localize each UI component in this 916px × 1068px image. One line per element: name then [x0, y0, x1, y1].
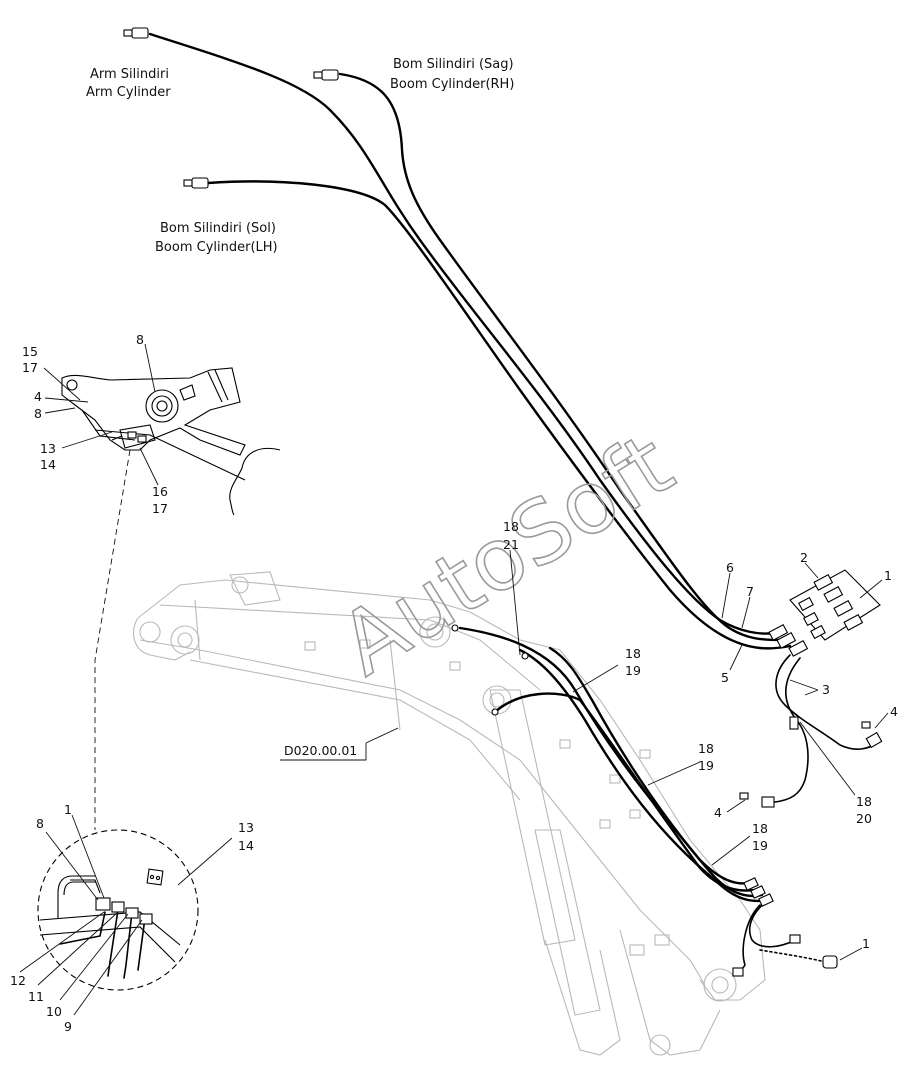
callout: 13 — [40, 441, 56, 456]
callout: 10 — [46, 1004, 62, 1019]
callout: 21 — [503, 537, 519, 552]
callout: 3 — [822, 682, 830, 697]
detail-view-top — [61, 367, 281, 516]
arm-cylinder-label-en: Arm Cylinder — [86, 85, 171, 100]
callout: 19 — [698, 758, 714, 773]
callout: 18 — [625, 646, 641, 661]
callout: 18 — [856, 794, 872, 809]
leader-lines — [19, 343, 889, 1016]
callout: 12 — [10, 973, 26, 988]
callout: 20 — [856, 811, 872, 826]
callout: 9 — [64, 1019, 72, 1034]
callout: 14 — [238, 838, 254, 853]
callouts-detail-top: 15 17 8 4 8 13 14 16 17 — [22, 332, 168, 516]
callout: 8 — [34, 406, 42, 421]
callout: 13 — [238, 820, 254, 835]
callout: 8 — [136, 332, 144, 347]
callout: 7 — [746, 584, 754, 599]
detail-link-line — [94, 449, 131, 830]
callout: 15 — [22, 344, 38, 359]
callout: 8 — [36, 816, 44, 831]
valve-block — [768, 569, 881, 657]
callout: 11 — [28, 989, 44, 1004]
callout: 5 — [721, 670, 729, 685]
boom-structure — [132, 571, 766, 1056]
callouts-main: 18 21 6 7 5 2 1 3 4 18 20 4 18 19 18 19 … — [503, 519, 898, 951]
callout: 1 — [64, 802, 72, 817]
boom-lh-label-tr: Bom Silindiri (Sol) — [160, 221, 276, 236]
callout: 19 — [625, 663, 641, 678]
callout: 16 — [152, 484, 168, 499]
callout: 17 — [22, 360, 38, 375]
callout: 17 — [152, 501, 168, 516]
callout: 19 — [752, 838, 768, 853]
boom-reference-label: D020.00.01 — [284, 743, 357, 758]
callout: 4 — [714, 805, 722, 820]
callout: 4 — [34, 389, 42, 404]
callout: 6 — [726, 560, 734, 575]
callout: 1 — [884, 568, 892, 583]
boom-rh-label-en: Boom Cylinder(RH) — [390, 77, 514, 92]
callout: 2 — [800, 550, 808, 565]
callout: 18 — [698, 741, 714, 756]
callout: 4 — [890, 704, 898, 719]
callout: 18 — [503, 519, 519, 534]
boom-rh-label-tr: Bom Silindiri (Sag) — [393, 57, 514, 72]
hose-fittings — [123, 27, 883, 977]
callouts-detail-bottom: 8 1 13 14 12 11 10 9 — [10, 802, 254, 1034]
cylinder-labels: Arm Silindiri Arm Cylinder Bom Silindiri… — [86, 57, 514, 758]
callout: 1 — [862, 936, 870, 951]
arm-cylinder-label-tr: Arm Silindiri — [90, 67, 169, 82]
callout: 18 — [752, 821, 768, 836]
hose-lines — [148, 32, 881, 973]
boom-lh-label-en: Boom Cylinder(LH) — [155, 240, 278, 255]
callout: 14 — [40, 457, 56, 472]
detail-view-bottom — [37, 829, 199, 991]
